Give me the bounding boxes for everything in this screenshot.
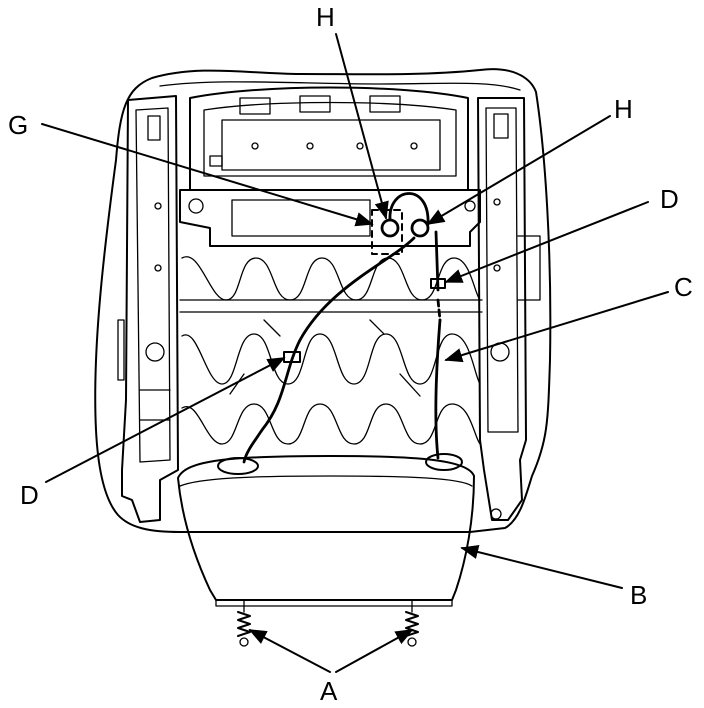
clip-d-right bbox=[430, 278, 446, 289]
leader-b bbox=[460, 544, 623, 589]
bottom-pad bbox=[177, 453, 475, 607]
left-side-frame bbox=[117, 95, 179, 523]
label-b: B bbox=[630, 580, 647, 610]
label-g: G bbox=[8, 110, 28, 140]
label-d-left: D bbox=[20, 480, 39, 510]
leader-a-left bbox=[248, 629, 331, 673]
leader-h-left bbox=[335, 33, 389, 220]
top-frame bbox=[189, 86, 469, 191]
tension-spring-right bbox=[405, 599, 419, 647]
leader-h-right bbox=[426, 115, 611, 225]
label-a: A bbox=[320, 676, 338, 706]
middle-springs bbox=[181, 319, 481, 397]
label-c: C bbox=[674, 272, 693, 302]
label-h-left: H bbox=[316, 2, 335, 32]
leader-c bbox=[444, 291, 669, 363]
seat-back-cover bbox=[94, 68, 552, 533]
lower-springs bbox=[181, 403, 481, 445]
leader-g bbox=[41, 123, 374, 227]
label-d-right: D bbox=[660, 184, 679, 214]
leader-d-right bbox=[444, 201, 649, 283]
connector-h-right bbox=[410, 218, 430, 238]
wire-harness bbox=[242, 192, 442, 464]
right-side-frame bbox=[477, 97, 541, 521]
label-h-right: H bbox=[614, 94, 633, 124]
cross-bracket bbox=[179, 189, 481, 247]
leader-d-left bbox=[45, 357, 286, 483]
leader-a-right bbox=[335, 629, 414, 673]
leader-lines bbox=[41, 33, 669, 673]
clip-d-left bbox=[283, 351, 301, 363]
tension-spring-left bbox=[237, 599, 251, 647]
connector-h-left bbox=[371, 209, 403, 255]
